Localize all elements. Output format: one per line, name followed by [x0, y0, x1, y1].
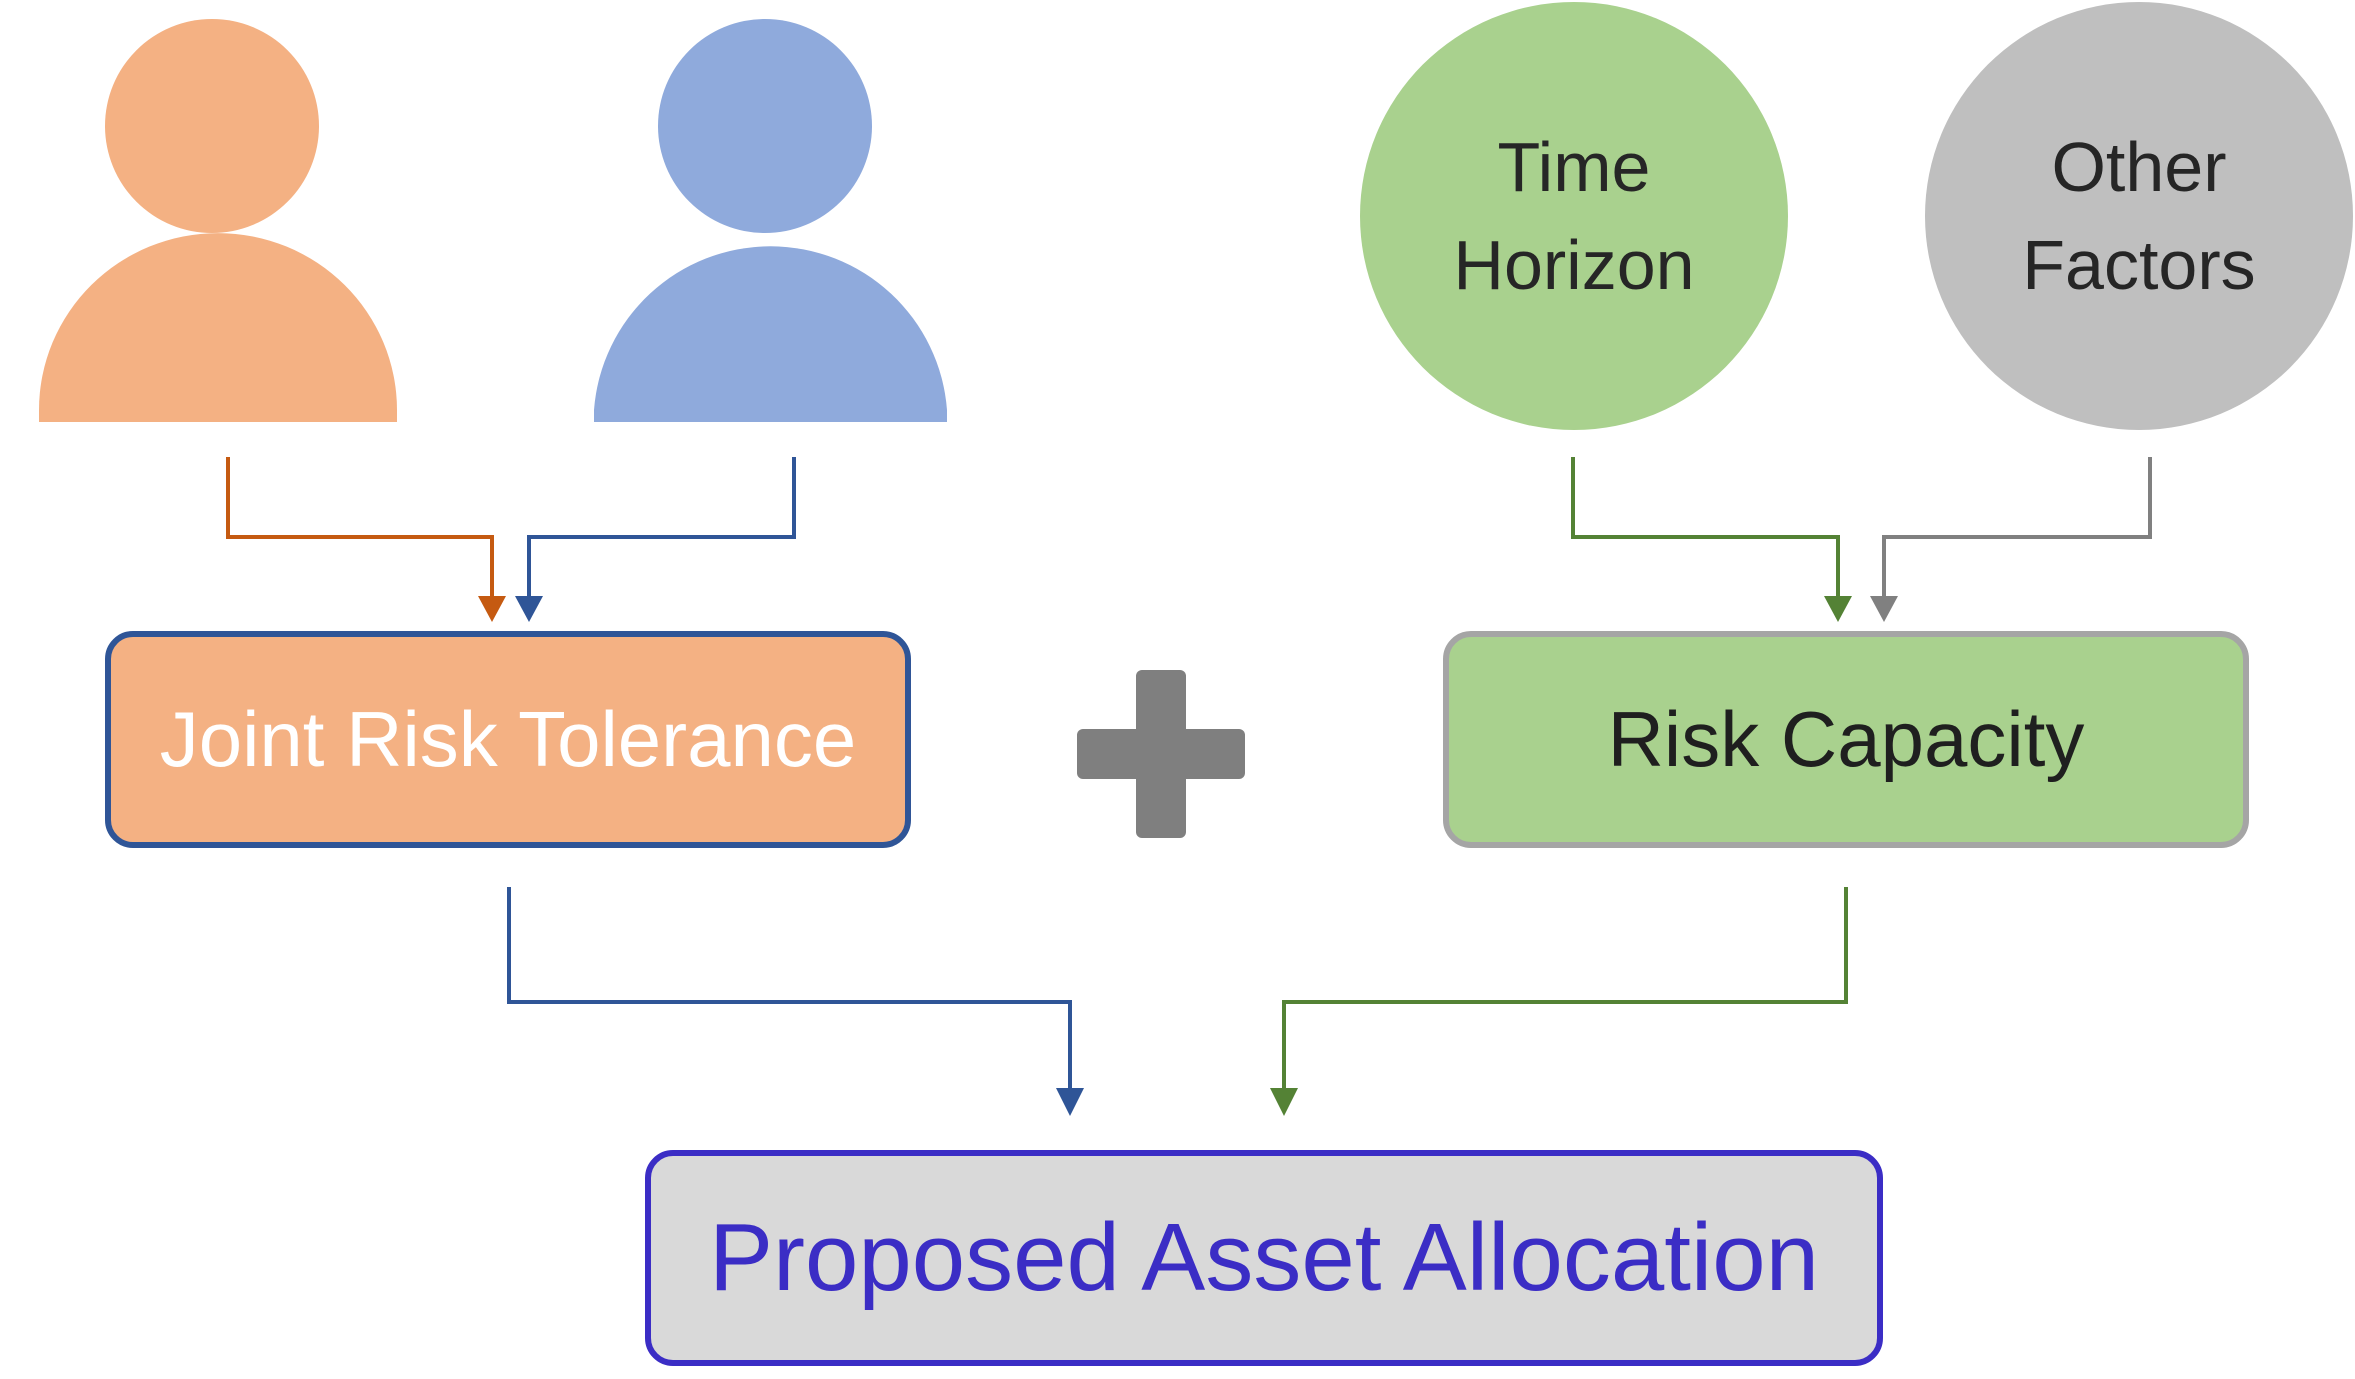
time-horizon-label-line: Time: [1497, 128, 1651, 206]
arrow-jrt-to-paa: [507, 887, 1084, 1116]
joint-risk-tolerance-box: Joint Risk Tolerance: [105, 631, 911, 848]
proposed-asset-allocation-label: Proposed Asset Allocation: [708, 1204, 1820, 1311]
other-factors-label-line: Other: [2051, 128, 2227, 206]
person-head: [658, 19, 872, 233]
arrow-rc-to-paa: [1270, 887, 1848, 1116]
joint-risk-tolerance-label: Joint Risk Tolerance: [159, 695, 857, 783]
risk-capacity-label: Risk Capacity: [1607, 695, 2085, 783]
arrow-person2-to-jrt: [515, 457, 796, 622]
other-factors-label: Other Factors: [1924, 118, 2354, 314]
arrow-person1-to-jrt: [226, 457, 506, 622]
person-icon-1: [39, 19, 397, 422]
arrow-otherfactors-to-rc: [1870, 457, 2152, 622]
other-factors-circle: [1925, 2, 2353, 430]
person-body: [594, 246, 947, 422]
person-body: [39, 233, 397, 422]
person-icon-2: [594, 19, 947, 422]
other-factors-label-line: Factors: [2022, 226, 2256, 304]
time-horizon-label-line: Horizon: [1453, 226, 1695, 304]
proposed-asset-allocation-box: Proposed Asset Allocation: [645, 1150, 1883, 1366]
arrow-timehorizon-to-rc: [1571, 457, 1852, 622]
plus-icon: [1077, 670, 1245, 838]
person-head: [105, 19, 319, 233]
time-horizon-label: Time Horizon: [1359, 118, 1789, 314]
time-horizon-circle: [1360, 2, 1788, 430]
risk-capacity-box: Risk Capacity: [1443, 631, 2249, 848]
